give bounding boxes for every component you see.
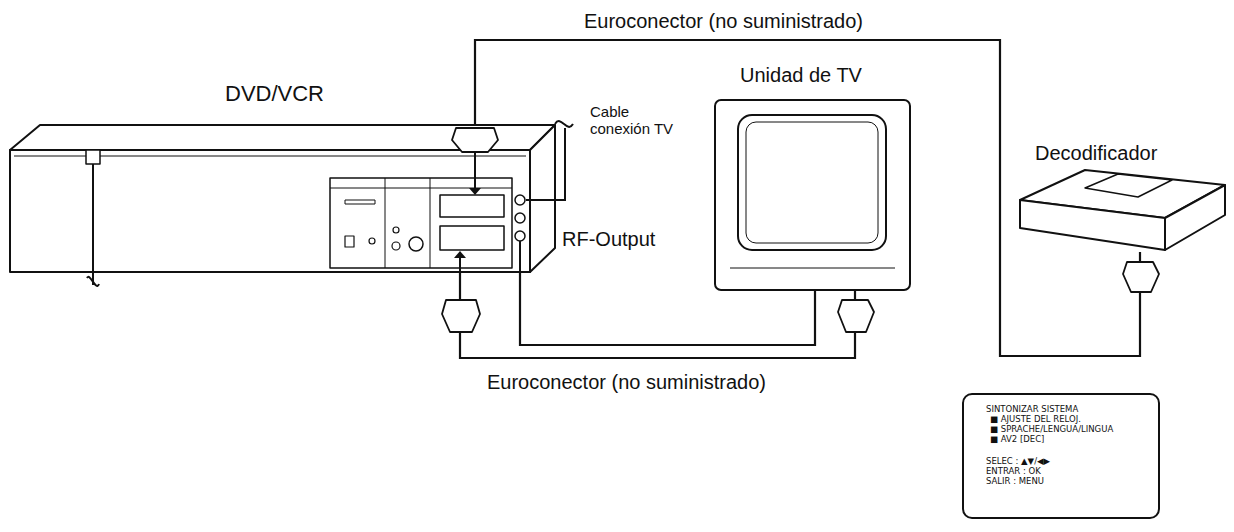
decoder-drawing xyxy=(1020,170,1225,250)
scart-plugs xyxy=(442,128,1159,332)
menu-line: ■ AJUSTE DEL RELOJ. xyxy=(990,414,1150,424)
insert-arrow xyxy=(454,251,466,258)
tv-cabinet xyxy=(715,100,910,290)
panel-divider xyxy=(330,188,512,189)
scart-socket xyxy=(440,226,504,250)
tv-trim xyxy=(730,268,895,269)
power-inlet xyxy=(86,150,100,164)
unit-label: DVD/VCR xyxy=(225,81,324,106)
insert-arrow xyxy=(469,188,481,195)
rf-lead xyxy=(519,241,521,272)
panel-jack xyxy=(369,238,375,244)
unit-label: Decodificador xyxy=(1035,142,1157,165)
scart-lead xyxy=(459,258,461,272)
unit-rear-face xyxy=(10,150,530,272)
panel-divider xyxy=(430,178,431,268)
osd-menu-box: SINTONIZAR SISTEMA■ AJUSTE DEL RELOJ.■ S… xyxy=(962,393,1160,519)
tv-screen-inner xyxy=(746,122,878,243)
scart-socket xyxy=(440,195,504,217)
scart-lead xyxy=(474,152,476,190)
dvd-vcr-unit: DVD/VCR xyxy=(10,125,555,272)
decoder-front xyxy=(1020,200,1165,250)
tv-drawing xyxy=(715,100,910,290)
menu-line: ■ SPRACHE/LENGUA/LINGUA xyxy=(990,424,1150,434)
insert-arrows xyxy=(454,188,481,258)
decoder-lid xyxy=(1085,174,1172,197)
menu-line: ■ AV2 [DEC] xyxy=(990,434,1150,444)
dvd-vcr-drawing xyxy=(10,125,555,272)
loose-cables xyxy=(87,121,573,286)
rf-jack xyxy=(515,213,525,223)
rf-jack xyxy=(515,195,525,205)
scart-plug xyxy=(452,128,498,152)
scart-plug xyxy=(838,300,874,332)
menu-line: SINTONIZAR SISTEMA xyxy=(986,404,1150,414)
panel-jack xyxy=(392,242,400,250)
panel-jack xyxy=(393,227,399,233)
port-label: RF-Output xyxy=(562,228,655,251)
panel-jack xyxy=(409,237,423,251)
panel-socket xyxy=(345,200,375,204)
scart-plug xyxy=(1123,262,1159,292)
antenna-cable xyxy=(526,121,573,200)
decoder-side xyxy=(1165,185,1225,250)
connector-panel xyxy=(330,178,512,268)
rf-jack xyxy=(515,231,525,241)
scart-plug xyxy=(442,300,480,332)
decoder-unit: Decodificador xyxy=(1020,170,1225,252)
tv-unit: Unidad de TV xyxy=(715,98,910,290)
cable-label: Euroconector (no suministrado) xyxy=(485,371,768,394)
menu-line: SELEC : ▲▼/◀▶ xyxy=(986,456,1150,466)
menu-line: ENTRAR : OK xyxy=(986,466,1150,476)
tv-screen xyxy=(738,115,886,250)
cable-label: Cable conexión TV xyxy=(590,103,682,138)
panel-divider xyxy=(385,178,386,268)
cable-label: Euroconector (no suministrado) xyxy=(582,10,865,33)
panel-socket xyxy=(345,236,354,247)
unit-label: Unidad de TV xyxy=(740,64,862,87)
unit-side xyxy=(530,125,555,272)
power-cord xyxy=(87,164,99,286)
menu-line: SALIR : MENU xyxy=(986,476,1150,486)
